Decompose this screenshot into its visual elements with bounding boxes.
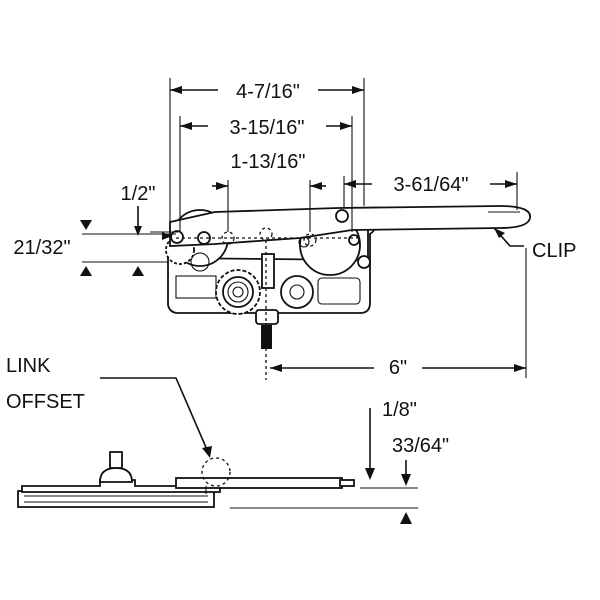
arm-rivet-6 [298, 236, 310, 248]
dim-center-span-label: 1-13/16" [231, 151, 306, 173]
dim-inner-width-label: 3-15/16" [230, 117, 305, 139]
side-housing [21, 479, 221, 493]
side-arm-tip [339, 479, 355, 487]
dim-side-height: 33/64" [392, 435, 449, 524]
dim-total-reach: 6" [270, 354, 526, 380]
arm-rivet-5 [357, 255, 371, 269]
arm-rivet-2 [197, 231, 211, 245]
sector-gear-hub [190, 252, 210, 272]
arm-rivet-4 [348, 234, 360, 246]
side-spline [109, 451, 123, 469]
extension-lines [82, 78, 527, 380]
side-arm [175, 477, 343, 489]
right-pivot-hole [289, 284, 305, 300]
link-offset-label-line1: LINK [6, 355, 51, 377]
crank-spline [255, 309, 279, 349]
arm-rivet-3 [335, 209, 349, 223]
arm-rivet-1 [170, 230, 184, 244]
dim-inner-width: 3-15/16" [180, 114, 352, 139]
dim-center-span: 1-13/16" [212, 151, 326, 190]
side-base-plate [17, 490, 215, 508]
dim-arm-length: 3-61/64" [344, 172, 517, 196]
dim-pivot-offset-label: 1/2" [121, 183, 156, 205]
ref-hole-1 [221, 231, 235, 245]
ref-hole-2 [259, 227, 273, 241]
dim-height-offset-label: 21/32" [13, 237, 70, 259]
dim-arm-length-label: 3-61/64" [394, 174, 469, 196]
clip-callout: CLIP [493, 227, 576, 262]
dim-height-offset: 21/32" [13, 220, 144, 276]
housing-pocket [317, 277, 361, 305]
dim-total-reach-label: 6" [389, 357, 407, 379]
link-offset-circle [201, 457, 231, 487]
dim-pivot-offset: 1/2" [121, 183, 178, 240]
dim-overall-width-label: 4-7/16" [236, 81, 300, 103]
clip-label: CLIP [532, 240, 576, 262]
side-crank-boss [99, 467, 133, 483]
dim-overall-width: 4-7/16" [170, 78, 364, 103]
dim-side-height-label: 33/64" [392, 435, 449, 457]
operator-side-view [17, 451, 418, 509]
main-arm [169, 205, 531, 247]
worm-gear [215, 269, 261, 315]
link-offset-label-line2: OFFSET [6, 391, 85, 413]
stud-post [261, 253, 275, 289]
ref-hole-3 [303, 233, 317, 247]
dim-side-offset: 1/8" [365, 399, 417, 480]
link-offset-callout: LINK OFFSET [6, 355, 212, 458]
operator-top-view [165, 205, 531, 349]
dim-side-offset-label: 1/8" [382, 399, 417, 421]
right-pivot-boss [280, 275, 314, 309]
